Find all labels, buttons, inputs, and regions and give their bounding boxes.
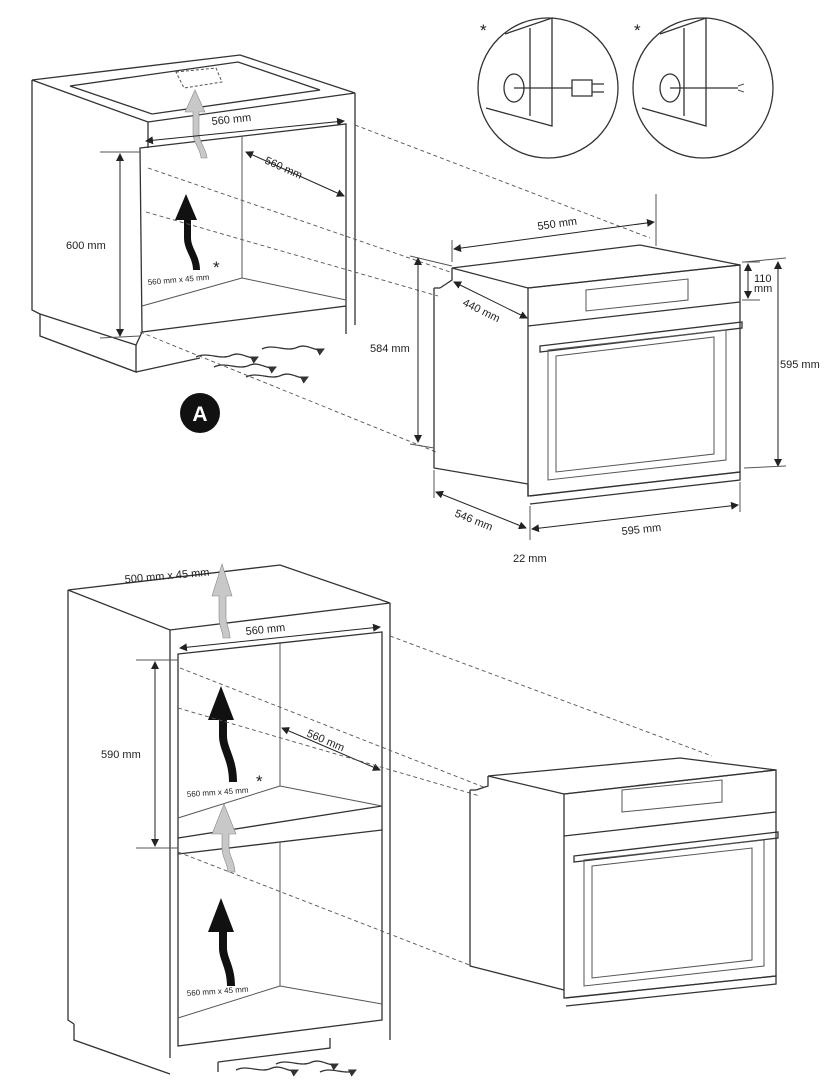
- oven-base-depth-label: 546 mm: [453, 508, 494, 534]
- oven-door-thickness-label: 22 mm: [513, 553, 547, 565]
- upper-vent-asterisk: *: [213, 258, 220, 277]
- detail-left-asterisk: *: [480, 21, 487, 40]
- oven-panel-height-label-line2: mm: [754, 283, 772, 295]
- detail-plug-circle: [477, 17, 619, 159]
- oven-body-height-label: 584 mm: [370, 343, 410, 355]
- oven-dimensions: 550 mm 440 mm 110 mm 584 mm 595 mm 546 m…: [370, 194, 820, 565]
- upper-vent-label: 560 mm x 45 mm: [147, 273, 210, 287]
- airflow-arrows-tall: [208, 562, 357, 1077]
- oven-lower: [469, 757, 779, 1007]
- tall-cabinet-dimensions: 500 mm x 45 mm 560 mm 560 mm 590 mm 560 …: [101, 567, 381, 998]
- tall-top-vent-label: 500 mm x 45 mm: [124, 567, 210, 586]
- tall-vent-asterisk: *: [256, 772, 263, 791]
- upper-depth-label: 560 mm: [263, 155, 304, 182]
- oven-total-height-label: 595 mm: [780, 359, 820, 371]
- airflow-arrows-upper: [175, 89, 325, 384]
- upper-guide-lines: [139, 124, 651, 453]
- oven-depth-label: 440 mm: [461, 297, 502, 325]
- tall-width-label: 560 mm: [245, 622, 286, 638]
- upper-height-label: 600 mm: [66, 240, 106, 252]
- upper-width-label: 560 mm: [211, 112, 252, 128]
- detail-right-asterisk: *: [634, 21, 641, 40]
- upper-cabinet-dimensions: 560 mm 560 mm 600 mm 560 mm x 45 mm *: [66, 112, 345, 339]
- oven-panel-height-label-line1: 110: [754, 273, 772, 285]
- oven-front-width-label: 595 mm: [621, 522, 662, 538]
- tall-depth-label: 560 mm: [305, 728, 346, 755]
- detail-cable-circle: [632, 17, 774, 159]
- oven-upper: [433, 244, 743, 505]
- marker-a-label: A: [192, 403, 207, 426]
- tall-guide-lines: [177, 635, 713, 967]
- tall-lower-vent-label: 560 mm x 45 mm: [187, 985, 250, 998]
- marker-a: A: [180, 393, 220, 433]
- oven-width-top-label: 550 mm: [537, 216, 578, 233]
- tall-vent-label: 560 mm x 45 mm: [187, 786, 250, 799]
- tall-cabinet: [67, 564, 391, 1075]
- tall-height-label: 590 mm: [101, 749, 141, 761]
